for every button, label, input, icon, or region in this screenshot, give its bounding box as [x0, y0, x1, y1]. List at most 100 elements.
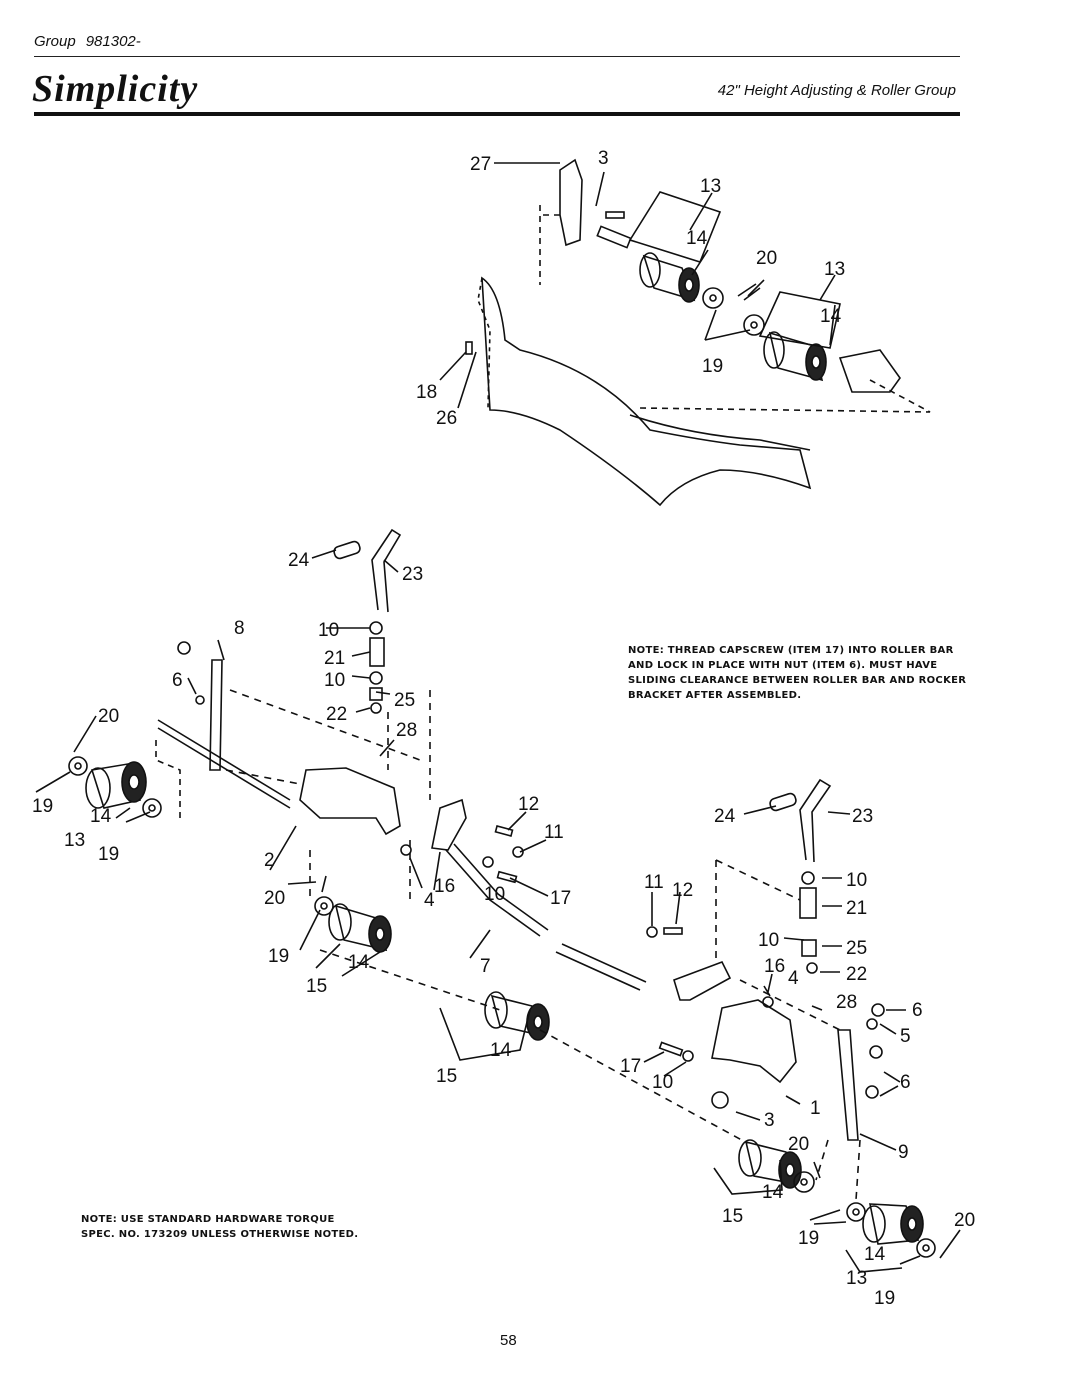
callout-19: 19: [32, 796, 53, 817]
callout-9: 9: [898, 1142, 909, 1163]
callout-20: 20: [954, 1210, 975, 1231]
washer-top: [702, 287, 724, 309]
roller-mid-center: [484, 991, 550, 1041]
roller-lower-center: [738, 1139, 802, 1189]
section-title: 42" Height Adjusting & Roller Group: [717, 82, 956, 99]
callout-19: 19: [874, 1288, 895, 1309]
callout-10: 10: [324, 670, 345, 691]
callout-18: 18: [416, 382, 437, 403]
callout-20: 20: [788, 1134, 809, 1155]
note-capscrew: Note: Thread capscrew (Item 17) into rol…: [628, 645, 967, 701]
callout-10: 10: [758, 930, 779, 951]
callout-6: 6: [912, 1000, 923, 1021]
callout-3: 3: [764, 1110, 775, 1131]
washer-top-2: [743, 314, 765, 336]
right-bracket: [838, 349, 901, 393]
callout-12: 12: [518, 794, 539, 815]
deck-bracket-inner: [477, 277, 491, 409]
link-left: [431, 798, 467, 851]
roller-lower-right: [862, 1203, 924, 1245]
group-number: 981302-: [85, 33, 141, 50]
callout-24: 24: [288, 550, 310, 571]
callout-19: 19: [798, 1228, 819, 1249]
rocker-bracket-left: [299, 767, 401, 836]
shaft-pin: [596, 225, 632, 249]
callout-20: 20: [264, 888, 285, 909]
callout-10: 10: [846, 870, 867, 891]
callout-13: 13: [824, 259, 845, 280]
brand-logo: Simplicity: [32, 68, 199, 110]
deck-bracket: [481, 276, 812, 507]
rocker-bracket-right: [711, 999, 797, 1084]
page-number: 58: [500, 1332, 517, 1349]
cotter-pin: [737, 283, 761, 301]
callout-24: 24: [714, 806, 736, 827]
top-assembly: [439, 158, 931, 507]
callout-21: 21: [324, 648, 345, 669]
callout-10: 10: [652, 1072, 673, 1093]
callout-3: 3: [598, 148, 609, 169]
callout-17: 17: [550, 888, 571, 909]
callout-19: 19: [702, 356, 723, 377]
callout-numbers: 27 3 13 14 20 13 14 19 18 26 24 23 8 10 …: [32, 148, 975, 1309]
callout-14: 14: [348, 952, 370, 973]
callout-14: 14: [686, 228, 708, 249]
roller-bar: [445, 843, 549, 937]
group-line: Group 981302-: [34, 33, 141, 50]
callout-16: 16: [434, 876, 455, 897]
right-height-assembly: [643, 778, 961, 1273]
callout-15: 15: [306, 976, 327, 997]
adjust-handle-right: [799, 778, 832, 863]
group-label: Group: [34, 33, 76, 50]
callout-1: 1: [810, 1098, 821, 1119]
callout-4: 4: [424, 890, 435, 911]
link-right: [673, 960, 732, 1001]
callout-28: 28: [836, 992, 857, 1013]
lever-left: [209, 659, 223, 771]
callout-14: 14: [820, 306, 842, 327]
callout-5: 5: [900, 1026, 911, 1047]
header-rule-thin: [34, 56, 960, 57]
callout-2: 2: [264, 850, 275, 871]
handle-grip-left: [333, 540, 361, 560]
left-height-assembly: [35, 528, 761, 1151]
header-rule-thick: [34, 112, 960, 116]
callout-16: 16: [764, 956, 785, 977]
callout-14: 14: [90, 806, 112, 827]
callout-13: 13: [700, 176, 721, 197]
callout-11: 11: [644, 872, 664, 893]
callout-6: 6: [900, 1072, 911, 1093]
callout-19: 19: [98, 844, 119, 865]
callout-21: 21: [846, 898, 867, 919]
lever-right: [837, 1029, 859, 1141]
callout-20: 20: [756, 248, 777, 269]
callout-23: 23: [852, 806, 873, 827]
roller-top-2: [763, 331, 827, 382]
callout-12: 12: [672, 880, 693, 901]
roller-left: [85, 761, 147, 809]
capscrew-a: [605, 211, 625, 219]
callout-11: 11: [544, 822, 564, 843]
callout-22: 22: [326, 704, 347, 725]
callout-10: 10: [318, 620, 339, 641]
callout-17: 17: [620, 1056, 641, 1077]
callout-14: 14: [864, 1244, 886, 1265]
callout-13: 13: [64, 830, 85, 851]
callout-25: 25: [394, 690, 415, 711]
callout-14: 14: [490, 1040, 512, 1061]
handle-grip-right: [769, 792, 797, 812]
callout-4: 4: [788, 968, 799, 989]
callout-13: 13: [846, 1268, 867, 1289]
note-hardware: Note: Use standard hardware torque spec.…: [81, 1214, 359, 1240]
callout-25: 25: [846, 938, 867, 959]
callout-10: 10: [484, 884, 505, 905]
adjust-handle-left: [371, 528, 402, 613]
callout-7: 7: [480, 956, 491, 977]
mounting-plate: [559, 158, 583, 247]
callout-15: 15: [436, 1066, 457, 1087]
callout-14: 14: [762, 1182, 784, 1203]
callout-23: 23: [402, 564, 423, 585]
callout-19: 19: [268, 946, 289, 967]
callout-28: 28: [396, 720, 417, 741]
